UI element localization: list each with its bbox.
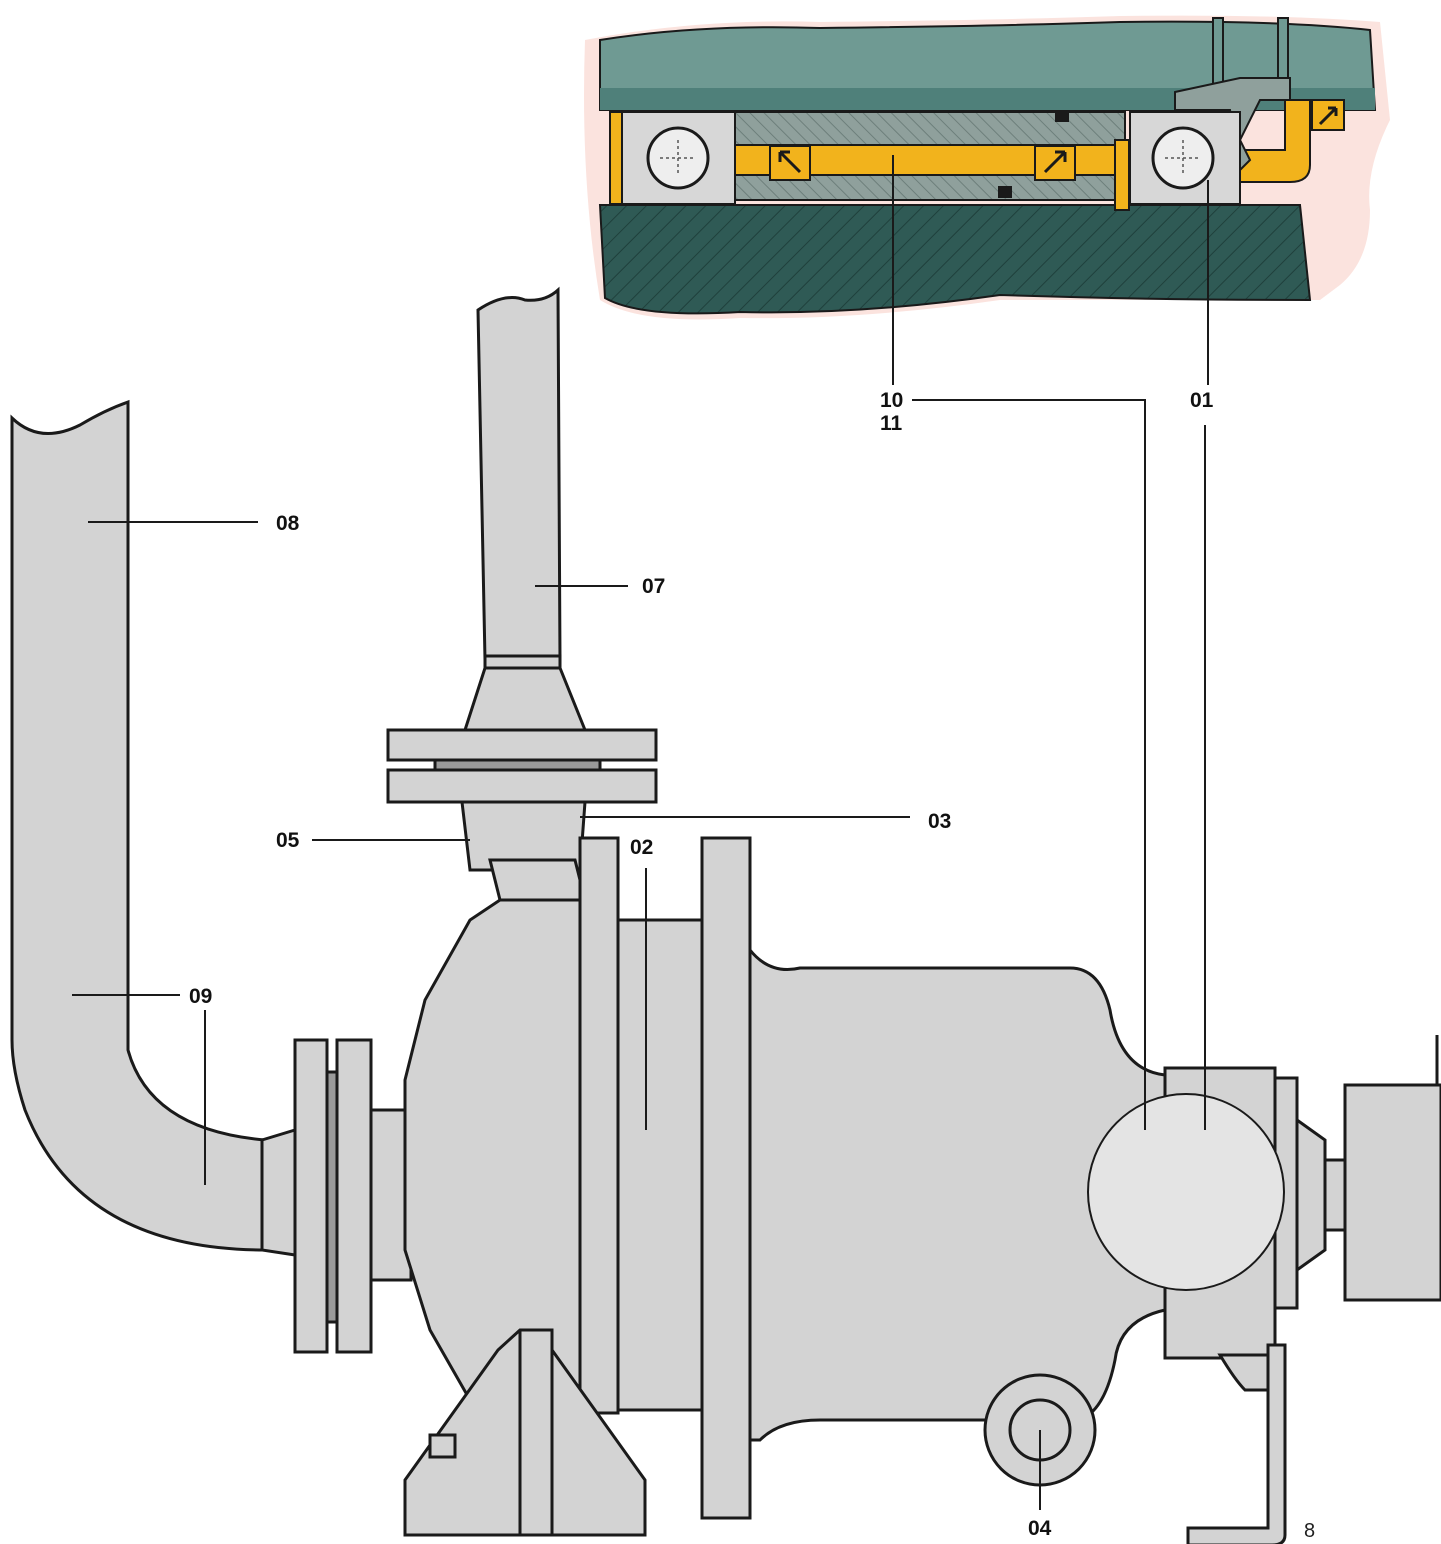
callout-03: 03 [928,810,952,833]
inset-housing-bottom [598,204,1312,315]
inset-grease-pipe-right [1239,99,1311,183]
pump-body [403,836,1441,1520]
inset-bearing-left [609,111,736,205]
bearing-highlight-circle [1087,1093,1285,1291]
callout-11: 11 [880,412,903,435]
grease-arrow-icon [1311,99,1345,131]
suction-flanges [260,1038,413,1354]
inset-bearing-right [1114,111,1241,211]
callout-02: 02 [630,836,654,859]
grease-arrow-icon [1034,145,1076,181]
page-number: 8 [1304,1520,1316,1542]
suction-pipe [10,399,267,1252]
callout-10: 10 [880,389,904,412]
callout-04: 04 [1028,1517,1052,1540]
leader-lines [72,155,1209,1510]
grease-arrow-icon [769,145,811,181]
bearing-section-inset [584,15,1390,320]
callout-01: 01 [1190,389,1214,412]
leader-10 [912,399,1146,1130]
inset-housing-top [599,20,1377,111]
callout-08: 08 [276,512,300,535]
pump-foot [403,1328,647,1537]
discharge-pipe [386,286,658,872]
callout-07: 07 [642,575,666,598]
callout-05: 05 [276,829,300,852]
callout-09: 09 [189,985,213,1008]
inset-nipple-stem [1212,17,1224,89]
